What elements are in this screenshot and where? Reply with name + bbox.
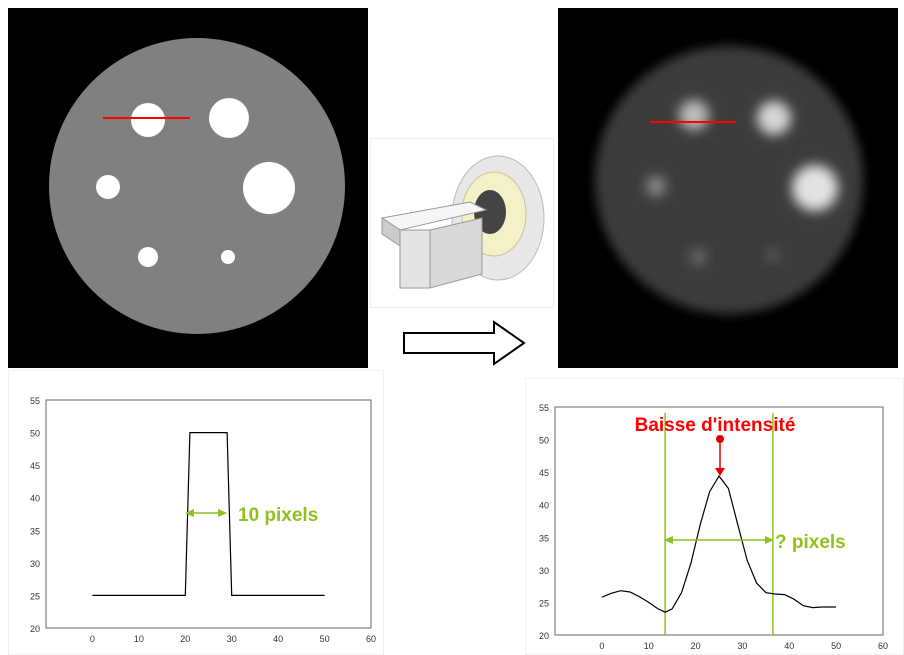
x-tick-label: 50 [320,634,330,644]
series-line [92,431,325,596]
width-annotation: 10 pixels [238,505,318,526]
y-tick-label: 30 [30,559,40,569]
x-tick-label: 10 [644,641,654,651]
y-tick-label: 20 [539,631,549,641]
ideal-profile-chart: 20 25 30 35 40 45 50 55 0 10 20 30 40 50 60 10 pixels [8,370,384,655]
plot-area [554,406,884,636]
y-tick-label: 35 [30,526,40,536]
width-annotation: ? pixels [775,532,846,553]
y-tick-label: 40 [539,501,549,511]
plot-area [45,399,372,629]
phantom-hot-spot [679,100,709,130]
phantom-hot-spot [792,165,838,211]
x-tick-label: 30 [227,634,237,644]
phantom-image [8,8,368,368]
x-tick-label: 0 [599,641,604,651]
chart-title: Baisse d'intensité [635,415,796,436]
y-tick-label: 25 [539,598,549,608]
phantom-hot-spot [131,103,165,137]
measured-profile-chart: 20 25 30 35 40 45 50 55 0 10 20 30 40 50 60 Baisse d'… [525,378,904,655]
x-tick-label: 0 [90,634,95,644]
ct-scanner-image [370,138,554,308]
y-tick-label: 25 [30,591,40,601]
phantom-hot-spot [757,101,791,135]
y-tick-label: 20 [30,624,40,634]
y-tick-label: 35 [539,533,549,543]
y-tick-label: 40 [30,494,40,504]
series-line [601,475,837,613]
y-tick-label: 45 [539,468,549,478]
phantom-hot-spot [690,249,706,265]
y-tick-label: 50 [539,436,549,446]
phantom-hot-spot [646,176,666,196]
y-tick-label: 55 [30,396,40,406]
phantom-hot-spot [221,250,235,264]
phantom-disk [595,46,863,314]
x-tick-label: 40 [784,641,794,651]
x-tick-label: 50 [831,641,841,651]
phantom-hot-spot [209,98,249,138]
x-tick-label: 60 [878,641,888,651]
y-tick-label: 55 [539,403,549,413]
x-tick-label: 20 [691,641,701,651]
width-arrow [185,509,227,517]
x-tick-label: 20 [180,634,190,644]
phantom-hot-spot [767,249,779,261]
y-tick-label: 45 [30,461,40,471]
arrow-right-icon [403,320,526,366]
phantom-hot-spot [243,162,295,214]
intensity-arrow [715,435,725,476]
x-tick-label: 30 [737,641,747,651]
phantom-hot-spot [96,175,120,199]
x-tick-label: 60 [366,634,376,644]
y-tick-label: 50 [30,429,40,439]
width-arrow [664,536,774,544]
y-tick-label: 30 [539,566,549,576]
x-tick-label: 40 [273,634,283,644]
phantom-hot-spot [138,247,158,267]
phantom-disk [49,38,345,334]
reconstructed-image [558,8,898,368]
x-tick-label: 10 [134,634,144,644]
